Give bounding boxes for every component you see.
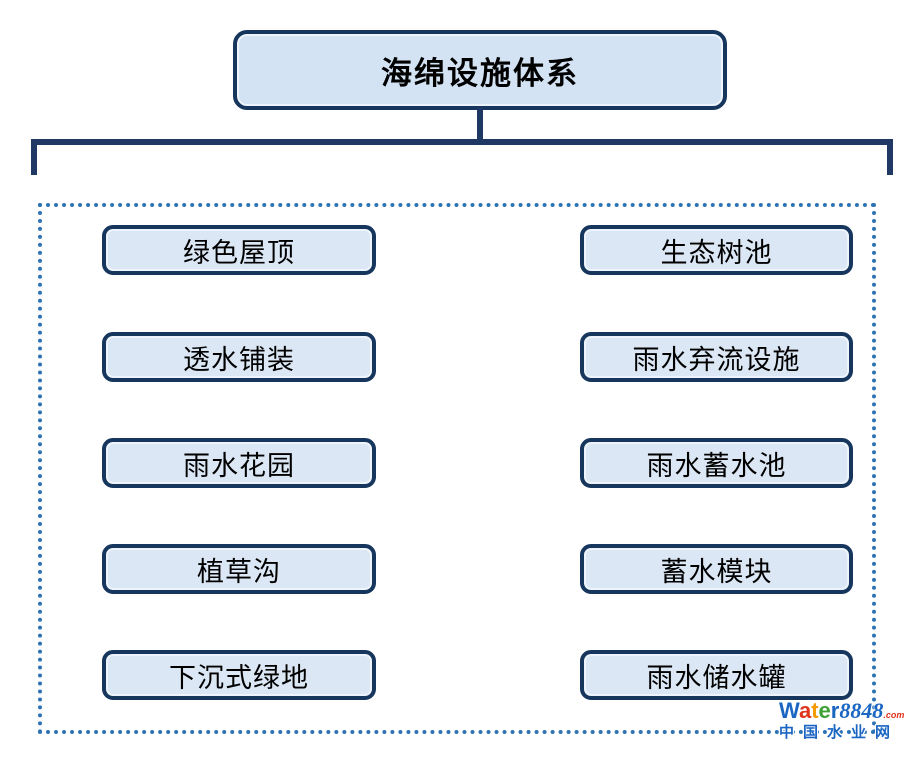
root-node-title: 海绵设施体系 <box>233 30 727 110</box>
watermark-letter: W <box>779 698 799 723</box>
connector-left-tick <box>31 139 37 175</box>
connector-right-tick <box>887 139 893 175</box>
root-node-label: 海绵设施体系 <box>381 55 579 91</box>
connector-horizontal-bar <box>31 139 893 145</box>
watermark-domain-suffix: .com <box>883 710 905 720</box>
watermark-letter: e <box>818 698 831 723</box>
facility-node-eco-tree-pit: 生态树池 <box>580 225 853 275</box>
watermark-logo: Water8848.com 中国水业网 <box>779 700 907 741</box>
watermark-letter: r <box>830 698 840 723</box>
watermark-site-name: 中国水业网 <box>779 724 900 741</box>
facility-node-sunken-green-space: 下沉式绿地 <box>102 650 376 700</box>
facility-node-rainwater-diversion: 雨水弃流设施 <box>580 332 853 382</box>
facility-node-storage-module: 蓄水模块 <box>580 544 853 594</box>
facility-label: 雨水蓄水池 <box>646 450 787 481</box>
facility-label: 下沉式绿地 <box>169 662 309 693</box>
facility-node-rainwater-tank: 雨水储水罐 <box>580 650 853 700</box>
facility-node-permeable-paving: 透水铺装 <box>102 332 376 382</box>
facility-node-grass-swale: 植草沟 <box>102 544 376 594</box>
facility-node-rain-garden: 雨水花园 <box>102 438 376 488</box>
facility-label: 绿色屋顶 <box>183 237 295 268</box>
facility-label: 植草沟 <box>197 556 281 587</box>
watermark-letter: t <box>811 698 819 723</box>
facility-label: 雨水弃流设施 <box>632 344 801 375</box>
facility-label: 蓄水模块 <box>660 556 773 587</box>
facility-label: 生态树池 <box>660 237 773 268</box>
facilities-group-outline <box>38 203 876 734</box>
facility-node-green-roof: 绿色屋顶 <box>102 225 376 275</box>
facility-label: 雨水花园 <box>183 450 295 481</box>
facility-node-rainwater-cistern: 雨水蓄水池 <box>580 438 853 488</box>
facility-label: 雨水储水罐 <box>646 662 787 693</box>
watermark-brand: Water8848.com <box>779 700 907 722</box>
watermark-letter: a <box>798 698 812 723</box>
watermark-number: 8848 <box>839 698 884 723</box>
connector-stem <box>477 108 483 141</box>
facility-label: 透水铺装 <box>183 344 295 375</box>
